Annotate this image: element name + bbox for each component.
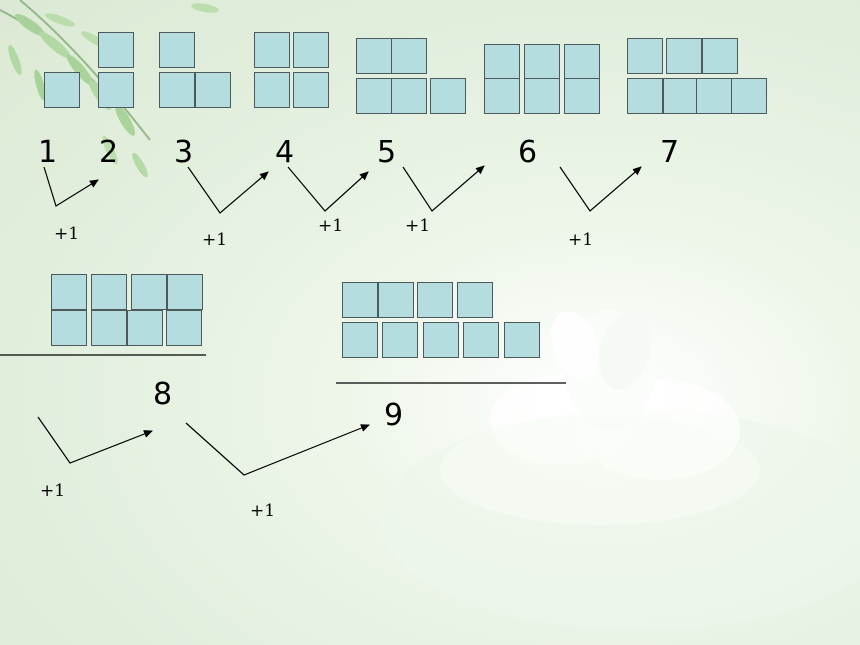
- block: [98, 72, 134, 108]
- step-label: +1: [318, 216, 344, 236]
- block: [731, 78, 767, 114]
- block: [159, 72, 195, 108]
- lotus-flower-decoration: [380, 310, 860, 630]
- block: [391, 78, 427, 114]
- block: [44, 72, 80, 108]
- block: [564, 78, 600, 114]
- block: [627, 78, 663, 114]
- block: [127, 310, 163, 346]
- block: [484, 44, 520, 80]
- block: [504, 322, 540, 358]
- step-arrow-4-5: [287, 166, 369, 212]
- block: [627, 38, 663, 74]
- block: [159, 32, 195, 68]
- number-1: 1: [38, 135, 58, 170]
- block: [254, 72, 290, 108]
- block: [342, 322, 378, 358]
- step-label: +1: [568, 230, 594, 250]
- step-arrow-8-9: [185, 422, 370, 476]
- number-7: 7: [660, 135, 680, 170]
- step-arrow-5-6: [402, 165, 485, 212]
- block: [391, 38, 427, 74]
- block: [423, 322, 459, 358]
- block: [430, 78, 466, 114]
- block: [663, 78, 699, 114]
- block: [484, 78, 520, 114]
- block: [167, 274, 203, 310]
- block: [342, 282, 378, 318]
- step-label: +1: [54, 224, 80, 244]
- step-arrow-1-2: [43, 166, 99, 207]
- step-arrow-6-7: [559, 166, 642, 212]
- step-arrow-3-4: [187, 166, 269, 214]
- block: [524, 78, 560, 114]
- number-8: 8: [153, 377, 173, 412]
- block: [457, 282, 493, 318]
- step-label: +1: [250, 501, 276, 521]
- number-4: 4: [275, 135, 295, 170]
- block: [51, 310, 87, 346]
- number-3: 3: [174, 135, 194, 170]
- block: [91, 274, 127, 310]
- block: [378, 282, 414, 318]
- number-5: 5: [377, 135, 397, 170]
- block: [463, 322, 499, 358]
- block: [666, 38, 702, 74]
- block: [293, 72, 329, 108]
- block: [702, 38, 738, 74]
- step-arrow-7-8: [37, 416, 153, 464]
- step-label: +1: [405, 216, 431, 236]
- block: [417, 282, 453, 318]
- number-6: 6: [518, 135, 538, 170]
- block: [98, 32, 134, 68]
- block: [51, 274, 87, 310]
- block: [195, 72, 231, 108]
- block: [91, 310, 127, 346]
- block: [293, 32, 329, 68]
- number-9: 9: [384, 398, 404, 433]
- block: [254, 32, 290, 68]
- number-2: 2: [99, 135, 119, 170]
- block: [131, 274, 167, 310]
- block: [382, 322, 418, 358]
- block: [564, 44, 600, 80]
- block: [524, 44, 560, 80]
- step-label: +1: [40, 481, 66, 501]
- step-label: +1: [202, 230, 228, 250]
- block: [166, 310, 202, 346]
